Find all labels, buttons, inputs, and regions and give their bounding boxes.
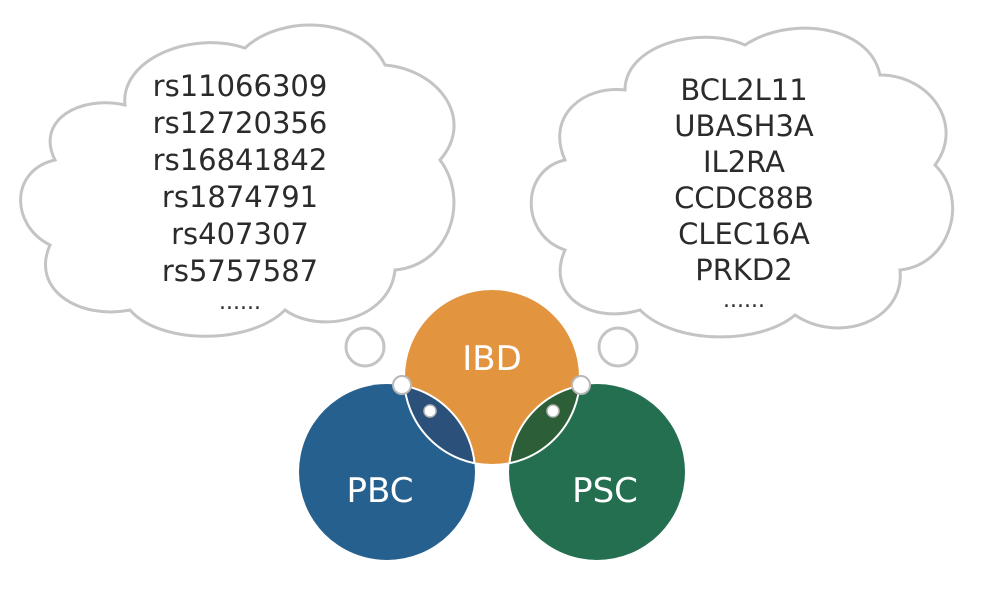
snp-list: rs11066309 rs12720356 rs16841842 rs18747… bbox=[130, 68, 350, 316]
gene-item: IL2RA bbox=[703, 145, 785, 179]
gene-item: PRKD2 bbox=[695, 253, 793, 287]
gene-item: CCDC88B bbox=[674, 181, 814, 215]
psc-ibd-overlap-dot bbox=[546, 404, 560, 418]
psc-ibd-overlap bbox=[509, 384, 580, 465]
pbc-ibd-overlap-dot bbox=[423, 404, 437, 418]
left-thought-bubble bbox=[344, 326, 386, 368]
right-thought-bubble bbox=[597, 326, 639, 368]
ibd-label: IBD bbox=[462, 339, 522, 379]
right-thought-cloud bbox=[529, 26, 954, 339]
snp-item: rs407307 bbox=[171, 217, 309, 251]
gene-item: CLEC16A bbox=[678, 217, 810, 251]
gene-item: BCL2L11 bbox=[680, 73, 808, 107]
gene-list: BCL2L11 UBASH3A IL2RA CCDC88B CLEC16A PR… bbox=[634, 72, 854, 314]
snp-item: rs12720356 bbox=[152, 106, 328, 140]
left-connector-dot bbox=[392, 375, 412, 395]
snp-item: rs11066309 bbox=[152, 69, 328, 103]
snp-item: rs16841842 bbox=[152, 143, 328, 177]
gene-item: UBASH3A bbox=[674, 109, 814, 143]
snp-item: rs1874791 bbox=[161, 180, 319, 214]
right-connector-dot bbox=[571, 375, 591, 395]
gene-ellipsis: ...... bbox=[723, 288, 765, 313]
left-thought-cloud bbox=[19, 23, 456, 338]
snp-item: rs5757587 bbox=[161, 254, 319, 288]
pbc-label: PBC bbox=[347, 471, 414, 511]
snp-ellipsis: ...... bbox=[219, 290, 261, 315]
psc-label: PSC bbox=[572, 471, 638, 511]
pbc-ibd-overlap bbox=[404, 384, 475, 465]
